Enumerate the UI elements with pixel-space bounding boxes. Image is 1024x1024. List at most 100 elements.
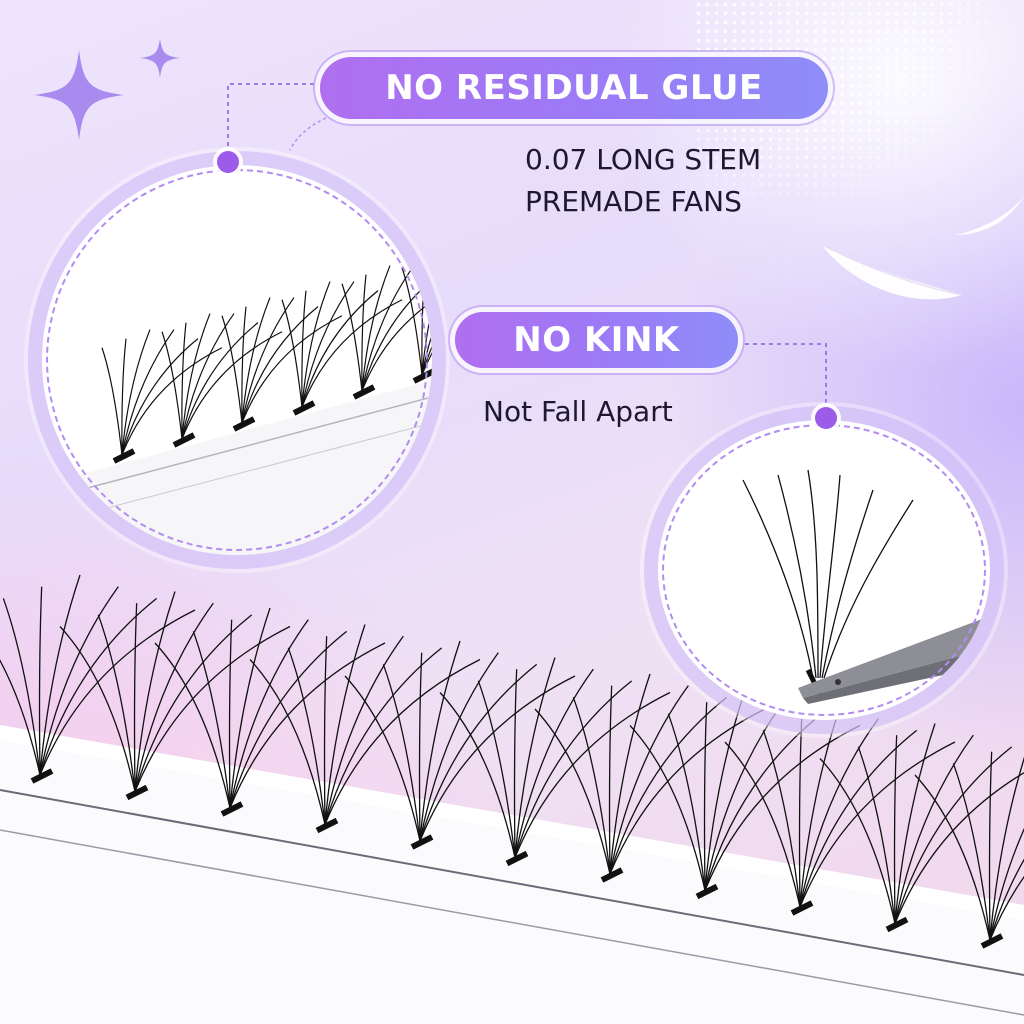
lash-fiber	[0, 659, 41, 776]
lash-fiber	[121, 329, 151, 456]
lash-fiber	[301, 281, 355, 408]
lash-fiber	[241, 306, 319, 424]
lash-fiber	[799, 718, 879, 908]
lash-fiber	[181, 313, 235, 440]
lash-fiber	[514, 668, 594, 858]
lash-fiber	[989, 875, 1024, 941]
lash-fiber	[361, 300, 432, 392]
lash-base	[172, 432, 196, 448]
lash-fiber	[134, 614, 253, 792]
lash-fiber	[609, 685, 689, 875]
lash-fiber	[989, 827, 1024, 941]
lash-fiber	[418, 652, 423, 842]
lash-fiber	[609, 696, 728, 875]
lash-fiber	[857, 746, 896, 924]
lash-fiber	[724, 741, 801, 908]
lash-fiber	[514, 691, 671, 858]
lash-fiber	[38, 586, 43, 776]
lash-base	[980, 933, 1004, 949]
lash-base	[885, 916, 909, 933]
lash-base	[30, 768, 54, 784]
lash-base	[505, 850, 529, 867]
lash-fiber	[323, 636, 328, 825]
lash-base	[790, 900, 814, 916]
lash-fiber	[819, 758, 896, 924]
lash-fiber	[514, 680, 633, 858]
lash-fiber	[134, 625, 291, 792]
lash-fiber	[798, 718, 803, 908]
lash-fiber	[324, 635, 404, 825]
lash-fiber	[629, 725, 706, 891]
lash-fiber	[229, 607, 271, 809]
lash-base	[695, 883, 719, 900]
lash-fiber	[361, 274, 367, 392]
lash-base	[315, 817, 339, 834]
lash-fiber	[121, 347, 223, 456]
lash-fiber	[181, 331, 283, 440]
lash-base	[112, 448, 136, 464]
lash-fiber	[59, 626, 136, 792]
lash-fiber	[667, 713, 706, 891]
lash-fiber	[39, 574, 81, 776]
lash-base	[220, 801, 244, 817]
lash-fiber	[161, 331, 183, 440]
badge-pill: NO KINK	[455, 312, 738, 368]
lash-fiber	[241, 306, 247, 424]
lash-fiber	[361, 265, 415, 392]
lash-fiber	[704, 724, 861, 891]
lash-fiber	[241, 297, 295, 424]
subhead-line-2: PREMADE FANS	[525, 185, 742, 218]
lash-fiber	[344, 675, 421, 842]
connector-dot	[815, 407, 837, 429]
badge-text: NO KINK	[513, 320, 680, 360]
lash-fiber	[121, 338, 127, 456]
lash-fiber	[419, 663, 538, 842]
lash-fiber	[762, 730, 801, 908]
lash-fiber	[281, 299, 303, 408]
lash-fiber	[241, 315, 343, 424]
lash-fiber	[534, 708, 611, 875]
lash-fiber	[609, 673, 651, 875]
lash-fiber	[572, 697, 611, 875]
lash-fiber	[419, 675, 576, 842]
lash-fiber	[324, 647, 443, 825]
lash-fiber	[609, 708, 766, 875]
lash-fiber	[988, 751, 993, 941]
caption-text: Not Fall Apart	[483, 395, 673, 428]
lash-fiber	[894, 746, 1013, 924]
lash-fiber	[287, 647, 326, 825]
lash-base	[292, 400, 316, 416]
lash-fiber	[894, 772, 1024, 924]
lash-fiber	[181, 322, 187, 440]
lash-fiber	[419, 652, 499, 842]
feather-icon	[821, 244, 963, 300]
lash-fiber	[421, 333, 432, 376]
lash-fiber	[301, 299, 403, 408]
lash-fiber	[608, 685, 613, 875]
sparkle-icon	[34, 50, 124, 140]
lash-fiber	[229, 619, 309, 809]
lash-fiber	[704, 690, 746, 891]
lash-fiber	[97, 614, 136, 792]
lash-fiber	[301, 281, 331, 408]
lash-strip	[0, 725, 1024, 1024]
lash-fiber	[181, 322, 259, 440]
lash-fiber	[154, 642, 231, 809]
lash-fiber	[799, 706, 841, 908]
lash-fiber	[421, 306, 432, 376]
lash-base	[352, 384, 376, 400]
fan-tweezer-closeup	[658, 420, 990, 720]
lash-fiber	[894, 723, 936, 924]
lash-base	[412, 368, 432, 384]
sparkle-icon	[140, 38, 180, 78]
lash-fiber	[241, 297, 271, 424]
lash-fiber	[39, 597, 158, 776]
subhead-line-1: 0.07 LONG STEM	[525, 143, 762, 176]
lash-fiber	[513, 669, 518, 858]
lash-fiber	[914, 774, 991, 941]
lash-fiber	[121, 329, 175, 456]
lash-fiber	[421, 345, 432, 376]
lash-fiber	[249, 659, 326, 825]
lash-fiber	[703, 702, 708, 891]
lash-fiber	[192, 631, 231, 809]
